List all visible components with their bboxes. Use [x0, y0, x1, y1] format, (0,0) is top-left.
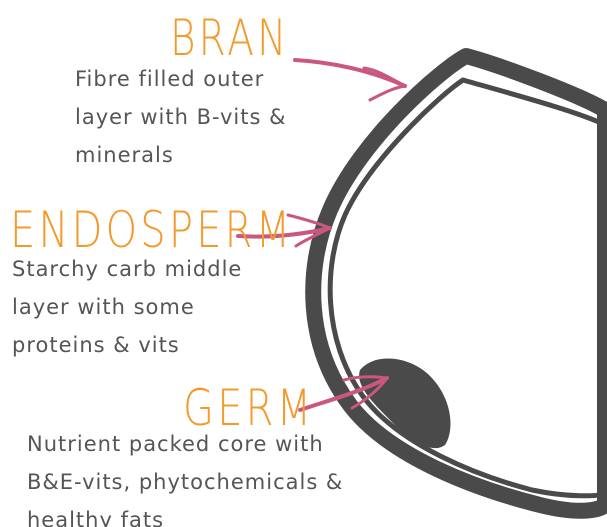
germ-description-line: B&E-vits, phytochemicals &	[27, 463, 343, 501]
endosperm-description-line: Starchy carb middle	[12, 250, 242, 288]
endosperm-title: ENDOSPERM	[10, 205, 293, 255]
endosperm-description: Starchy carb middle layer with some prot…	[12, 250, 242, 364]
endosperm-description-line: proteins & vits	[12, 326, 242, 364]
bran-description-line: Fibre filled outer	[75, 60, 287, 98]
germ-description: Nutrient packed core with B&E-vits, phyt…	[27, 425, 343, 527]
bran-arrow	[295, 60, 405, 100]
germ-description-line: healthy fats	[27, 501, 343, 527]
bran-description: Fibre filled outer layer with B-vits & m…	[75, 60, 287, 174]
endosperm-description-line: layer with some	[12, 288, 242, 326]
germ-description-line: Nutrient packed core with	[27, 425, 343, 463]
bran-title: BRAN	[170, 13, 289, 63]
bran-layer	[313, 56, 605, 511]
bran-description-line: minerals	[75, 136, 287, 174]
bran-description-line: layer with B-vits &	[75, 98, 287, 136]
